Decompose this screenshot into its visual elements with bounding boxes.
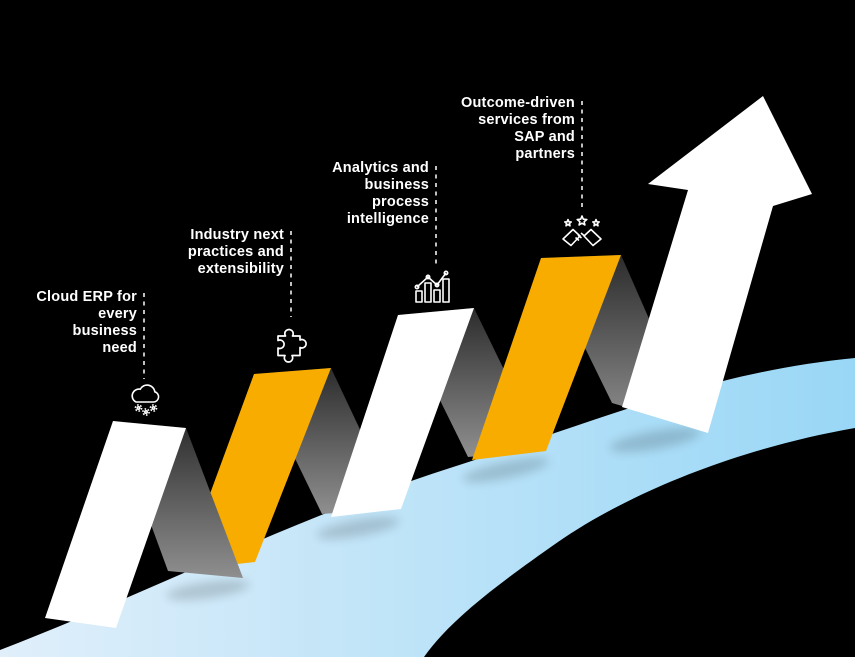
ribbon-segment-4-gold	[472, 255, 621, 460]
puzzle-piece-icon	[277, 328, 307, 363]
handshake-icon	[562, 215, 602, 247]
ribbon-segment-1-white	[45, 421, 186, 628]
analytics-chart-icon	[414, 270, 450, 303]
cloud-erp-icon	[131, 384, 160, 416]
step-label-industry-practices: Industry next practices and extensibilit…	[187, 227, 284, 277]
step-label-cloud-erp: Cloud ERP for every business need	[36, 289, 137, 356]
ribbon-shadows	[166, 428, 701, 600]
growth-arrow	[622, 96, 812, 433]
step-label-outcome-services: Outcome-driven services from SAP and par…	[461, 95, 575, 162]
ribbon-segment-3-white	[331, 308, 474, 517]
step-label-analytics: Analytics and business process intellige…	[332, 160, 429, 227]
